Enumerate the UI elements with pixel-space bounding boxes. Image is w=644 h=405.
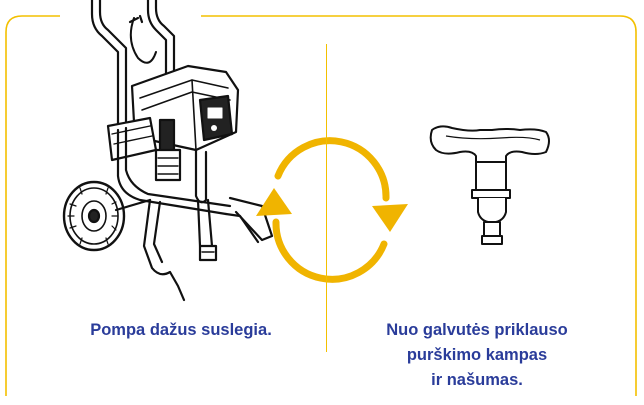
spray-tip-icon: [429, 125, 550, 245]
arrowhead-up-left: [256, 188, 292, 216]
cycle-arrows-icon: [272, 137, 390, 283]
arrowhead-down-right: [372, 204, 408, 232]
pump-caption: Pompa dažus suslegia.: [90, 321, 272, 339]
tip-caption-line-1: Nuo galvutės priklauso: [386, 321, 568, 339]
center-divider: [326, 44, 327, 352]
panel-border: [5, 15, 637, 396]
paint-sprayer-pump-icon: [62, 0, 274, 302]
cycle-arrowheads: [256, 188, 408, 232]
tip-caption-line-2: purškimo kampas: [406, 346, 548, 364]
tip-caption: Nuo galvutės priklauso purškimo kampas i…: [352, 318, 602, 393]
tip-caption-line-3: ir našumas.: [431, 371, 523, 389]
